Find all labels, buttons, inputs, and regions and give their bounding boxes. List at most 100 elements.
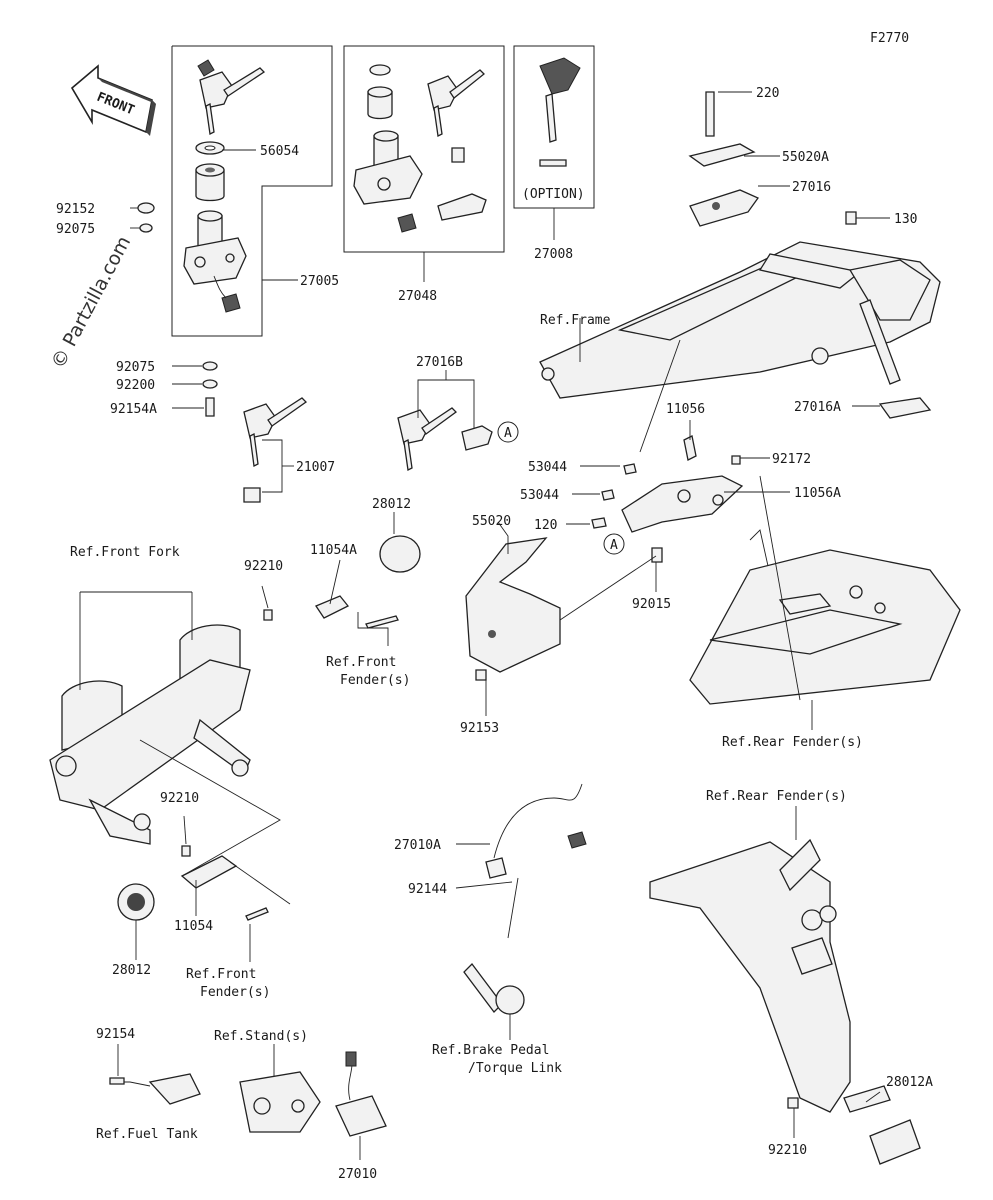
callout-27016: 27016 xyxy=(792,180,831,195)
brake-pedal-link xyxy=(463,963,525,1015)
bolt-130 xyxy=(845,211,857,225)
diagram-code: F2770 xyxy=(870,31,909,46)
cover-55020 xyxy=(465,537,561,673)
callout-labels: 220 55020A 27016 130 27016A 56054 92152 … xyxy=(56,86,933,1182)
callout-92172: 92172 xyxy=(772,452,811,467)
callout-27005: 27005 xyxy=(300,274,339,289)
ref-circle-a-mid xyxy=(603,533,625,555)
callout-56054: 56054 xyxy=(260,144,299,159)
reference-labels: Ref.Frame Ref.Front Fork Ref.Front Fende… xyxy=(70,313,863,1142)
ref-frame: Ref.Frame xyxy=(540,313,611,328)
callout-92210-mid: 92210 xyxy=(160,791,199,806)
washer-92075a xyxy=(139,223,153,233)
callout-220: 220 xyxy=(756,86,779,101)
reflector-28012b xyxy=(117,883,155,921)
cylinder-cap xyxy=(195,163,225,202)
ref-circle-a-top xyxy=(497,421,519,443)
ref-rear-fender-1: Ref.Rear Fender(s) xyxy=(722,735,863,750)
bolt-92154 xyxy=(109,1077,125,1085)
box-27005 xyxy=(171,45,333,337)
ref-rear-fender-2: Ref.Rear Fender(s) xyxy=(706,789,847,804)
washer-92075b xyxy=(202,361,218,371)
bracket-11056A xyxy=(621,475,744,533)
brake-switch-27010A xyxy=(485,783,587,879)
callout-92144: 92144 xyxy=(408,882,447,897)
callout-27016B: 27016B xyxy=(416,355,463,370)
callout-92015: 92015 xyxy=(632,597,671,612)
bolt-92154A xyxy=(205,397,215,417)
callout-92152: 92152 xyxy=(56,202,95,217)
callout-53044-top: 53044 xyxy=(528,460,567,475)
callout-27008: 27008 xyxy=(534,247,573,262)
callout-53044-bottom: 53044 xyxy=(520,488,559,503)
callout-92154A: 92154A xyxy=(110,402,157,417)
callout-27016A: 27016A xyxy=(794,400,841,415)
callout-92075-top: 92075 xyxy=(56,222,95,237)
callout-92153: 92153 xyxy=(460,721,499,736)
leader-lines xyxy=(79,91,890,1160)
front-fork-assembly xyxy=(49,624,251,845)
sensor-11056 xyxy=(683,435,697,461)
callout-27010: 27010 xyxy=(338,1167,377,1182)
washer-27048 xyxy=(369,64,391,76)
nut-92210b xyxy=(181,845,191,857)
ref-front-fender-2a: Ref.Front xyxy=(186,967,256,982)
key-set-21007 xyxy=(243,397,308,503)
collar-92015 xyxy=(651,547,663,563)
screw-92153 xyxy=(475,669,487,681)
ref-a-top: A xyxy=(504,426,512,441)
callout-11056: 11056 xyxy=(666,402,705,417)
damper-53044a xyxy=(623,463,637,475)
callout-21007: 21007 xyxy=(296,460,335,475)
front-direction-arrow: FRONT xyxy=(70,64,156,136)
ignition-keys-27005 xyxy=(197,59,266,135)
washer-92200 xyxy=(202,379,218,389)
grommet-27048 xyxy=(451,147,465,163)
damper-53044b xyxy=(601,489,615,501)
callout-120: 120 xyxy=(534,518,557,533)
watermark: © Partzilla.com xyxy=(47,233,135,373)
ignition-keys-27048 xyxy=(427,69,485,137)
ref-front-fork: Ref.Front Fork xyxy=(70,545,180,560)
callout-27048: 27048 xyxy=(398,289,437,304)
callout-28012A: 28012A xyxy=(886,1075,933,1090)
bracket-27016 xyxy=(689,189,759,227)
ignition-switch-body xyxy=(183,210,247,313)
callout-55020: 55020 xyxy=(472,514,511,529)
callout-92154: 92154 xyxy=(96,1027,135,1042)
ref-brake-pedal-b: /Torque Link xyxy=(468,1061,562,1076)
rear-fender-lower xyxy=(649,838,851,1113)
ref-front-fender-2b: Fender(s) xyxy=(200,985,270,1000)
callout-92210-bottom: 92210 xyxy=(768,1143,807,1158)
grommet-92152 xyxy=(137,202,155,214)
stand-bracket xyxy=(239,1071,321,1133)
ref-a-mid: A xyxy=(610,538,618,553)
key-blank-27008 xyxy=(539,57,581,167)
bolt-front-fender-1 xyxy=(365,615,399,629)
stand-switch-27010 xyxy=(335,1051,387,1137)
ref-stand: Ref.Stand(s) xyxy=(214,1029,308,1044)
ref-fuel-tank: Ref.Fuel Tank xyxy=(96,1127,198,1142)
nut-92210c xyxy=(787,1097,799,1109)
license-light-28012A xyxy=(843,1085,921,1165)
spring-92144 xyxy=(507,877,519,939)
callout-11056A: 11056A xyxy=(794,486,841,501)
bolt-220 xyxy=(705,91,715,137)
callout-27010A: 27010A xyxy=(394,838,441,853)
callout-55020A: 55020A xyxy=(782,150,829,165)
option-label: (OPTION) xyxy=(522,187,585,202)
bolt-front-fender-2 xyxy=(245,907,269,921)
callout-28012-bottom: 28012 xyxy=(112,963,151,978)
rear-fender-assembly xyxy=(689,529,961,705)
key-set-27016B xyxy=(397,407,493,471)
nut-92210a xyxy=(263,609,273,621)
callout-28012-top: 28012 xyxy=(372,497,411,512)
bracket-27048 xyxy=(437,193,487,221)
ref-brake-pedal-a: Ref.Brake Pedal xyxy=(432,1043,549,1058)
ignition-switch-27048 xyxy=(353,130,423,233)
reflector-28012a xyxy=(379,535,421,573)
callout-11054: 11054 xyxy=(174,919,213,934)
ref-front-fender-1b: Fender(s) xyxy=(340,673,410,688)
callout-92210-top: 92210 xyxy=(244,559,283,574)
callout-92200: 92200 xyxy=(116,378,155,393)
